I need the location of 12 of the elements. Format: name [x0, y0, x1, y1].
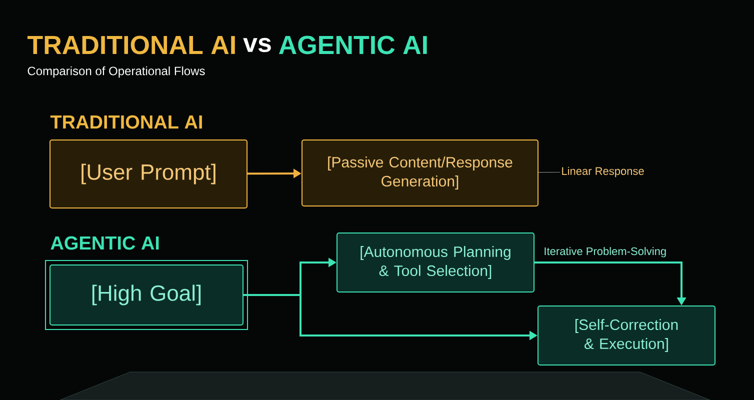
title-text: AGENTIC AI	[279, 36, 427, 54]
side-note: Linear Response	[562, 166, 644, 178]
subtitle: Comparison of Operational Flows	[28, 66, 205, 78]
process-box: [Self-Correction & Execution]	[538, 306, 716, 366]
process-box: [Autonomous Planning & Tool Selection]	[336, 232, 534, 292]
process-box: [User Prompt]	[50, 140, 248, 208]
goal-panel: [High Goal]	[45, 260, 248, 330]
edge-label: Iterative Problem-Solving	[544, 247, 666, 258]
title-text: vs	[243, 38, 271, 52]
process-box: [Passive Content/Response Generation]	[302, 140, 538, 206]
section-heading: AGENTIC AI	[50, 236, 159, 250]
title-text: TRADITIONAL AI	[28, 36, 235, 54]
